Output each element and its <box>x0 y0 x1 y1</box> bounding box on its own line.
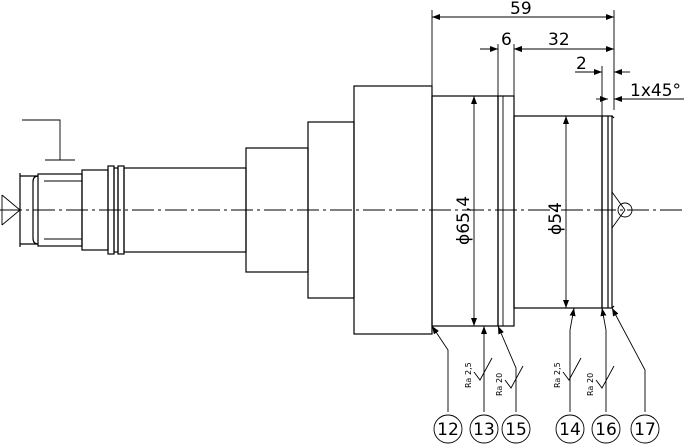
dim-small-offset: 2 <box>575 54 630 116</box>
balloon-12: 12 <box>433 414 463 444</box>
svg-text:20: 20 <box>495 373 504 383</box>
dim-groove: 6 <box>480 30 532 96</box>
svg-text:16: 16 <box>595 420 617 440</box>
svg-text:Ra: Ra <box>495 386 504 396</box>
dim-overall-label: 59 <box>510 0 532 19</box>
roughness-symbol-2: Ra 20 <box>495 365 524 396</box>
dim-diameter-small: ϕ54 <box>546 116 569 308</box>
svg-text:2,5: 2,5 <box>553 362 562 375</box>
dim-shoulder: 32 <box>514 30 614 52</box>
balloon-14: 14 <box>555 414 585 444</box>
dim-diameter-large-label: ϕ65,4 <box>454 196 474 245</box>
shaft-body <box>1 85 615 335</box>
svg-text:15: 15 <box>505 420 527 440</box>
leader-lines <box>431 307 646 412</box>
balloon-13: 13 <box>469 414 499 444</box>
svg-text:12: 12 <box>437 420 459 440</box>
svg-text:2,5: 2,5 <box>464 362 473 375</box>
roughness-symbol-4: Ra 20 <box>586 365 615 396</box>
dim-diameter-small-label: ϕ54 <box>546 202 566 235</box>
roughness-symbol-1: Ra 2,5 <box>464 357 493 388</box>
dim-diameter-large: ϕ65,4 <box>454 96 477 326</box>
dim-shoulder-label: 32 <box>548 30 570 50</box>
balloon-16: 16 <box>591 414 621 444</box>
svg-text:Ra: Ra <box>464 378 473 388</box>
center-mark-icon <box>611 191 633 229</box>
dim-chamfer: 1x45° <box>596 81 684 102</box>
svg-text:Ra: Ra <box>553 378 562 388</box>
dim-chamfer-label: 1x45° <box>630 81 681 101</box>
datum-symbol <box>22 119 75 161</box>
balloon-15: 15 <box>501 414 531 444</box>
roughness-symbol-3: Ra 2,5 <box>553 357 582 388</box>
dim-small-offset-label: 2 <box>576 54 587 74</box>
balloon-17: 17 <box>630 414 660 444</box>
svg-text:13: 13 <box>473 420 495 440</box>
svg-text:14: 14 <box>559 420 581 440</box>
dim-overall: 59 <box>431 0 615 110</box>
dim-groove-label: 6 <box>501 30 512 50</box>
svg-text:20: 20 <box>586 373 595 383</box>
svg-text:Ra: Ra <box>586 386 595 396</box>
svg-text:17: 17 <box>634 420 656 440</box>
